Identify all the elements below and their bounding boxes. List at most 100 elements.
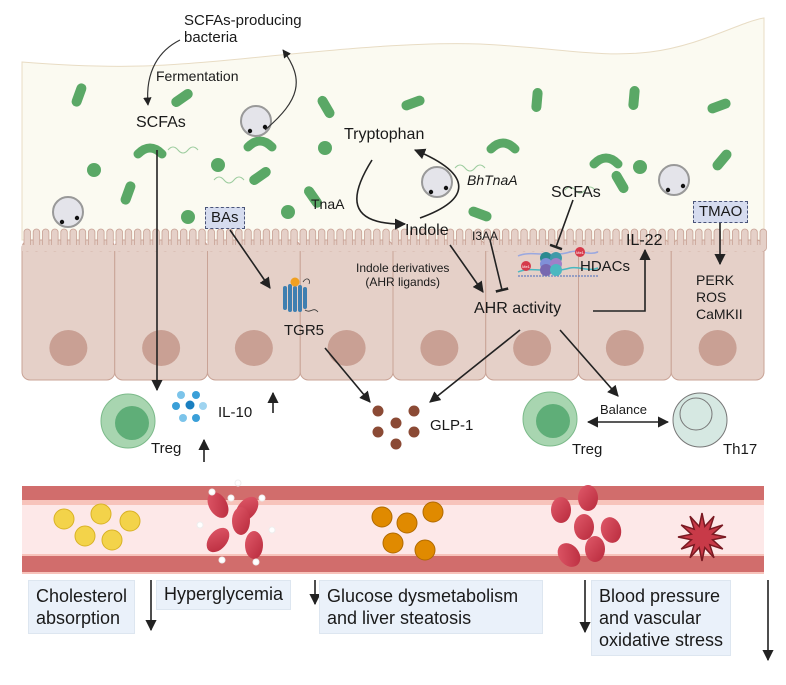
intestinal-lumen xyxy=(21,17,765,241)
spore-dot xyxy=(428,189,434,195)
coccus-bacterium-icon xyxy=(181,210,195,224)
cell-nucleus-icon xyxy=(698,330,737,366)
curved-bacterium-icon xyxy=(133,143,167,159)
stress-marker-ros: ROS xyxy=(696,289,727,305)
red-blood-cell-icon xyxy=(578,485,598,511)
curved-bacterium-icon xyxy=(243,136,277,152)
cholesterol-droplet-icon xyxy=(119,510,141,532)
glucose-particle-icon xyxy=(208,488,216,496)
cell-nucleus-icon xyxy=(605,330,644,366)
lipid-droplet-icon xyxy=(396,512,418,534)
me1-badge-right: Me1 xyxy=(576,250,585,255)
cell-nucleus-icon xyxy=(513,330,552,366)
rod-bacterium-icon xyxy=(249,166,271,186)
il10-label: IL-10 xyxy=(218,404,253,421)
rod-bacterium-icon xyxy=(611,170,629,194)
cell-nucleus-icon xyxy=(234,330,273,366)
cell-nucleus-icon xyxy=(49,330,88,366)
scfas-right-label: SCFAs xyxy=(551,184,601,201)
flagellum xyxy=(167,146,199,154)
glucose-particle-icon xyxy=(252,558,260,566)
tgr5-receptor-icon xyxy=(283,277,319,313)
stress-markers-list: PERK ROS CaMKII xyxy=(696,272,743,323)
rod-bacterium-icon xyxy=(71,83,87,107)
rod-bacterium-icon xyxy=(468,206,492,222)
treg-right-label: Treg xyxy=(572,441,603,458)
indole-derivatives-label: Indole derivatives (AHR ligands) xyxy=(356,261,450,289)
lipid-droplet-icon xyxy=(382,532,404,554)
hdacs-label: HDACs xyxy=(580,258,631,275)
red-blood-cell-icon xyxy=(232,507,250,535)
flagellum xyxy=(213,176,245,184)
glucose-particle-icon xyxy=(218,556,226,564)
treg-cell-left-icon xyxy=(100,393,156,449)
cell-nucleus-icon xyxy=(420,330,459,366)
red-blood-cell-icon xyxy=(574,514,594,540)
treg-left-label: Treg xyxy=(151,440,182,457)
rod-bacterium-icon xyxy=(531,88,543,112)
rod-bacterium-icon xyxy=(707,98,731,114)
il22-label: IL-22 xyxy=(626,232,663,249)
vessel-contents xyxy=(53,479,727,567)
outcome-blood-pressure: Blood pressure and vascular oxidative st… xyxy=(591,580,732,656)
red-blood-cell-icon xyxy=(557,543,581,567)
cholesterol-droplet-icon xyxy=(90,503,112,525)
rod-bacterium-icon xyxy=(171,88,193,108)
spore-dot xyxy=(59,219,65,225)
spore-bacterium-icon xyxy=(421,166,453,198)
red-blood-cell-icon xyxy=(245,531,263,559)
pathway-arrows xyxy=(143,39,726,462)
spore-bacterium-icon xyxy=(52,196,84,228)
me1-badge-left: Me1 xyxy=(522,264,531,269)
red-blood-cell-icon xyxy=(207,492,229,518)
tryptophan-label: Tryptophan xyxy=(344,126,425,143)
coccus-bacterium-icon xyxy=(87,163,101,177)
ahr-activity-label: AHR activity xyxy=(474,300,562,317)
red-blood-cell-icon xyxy=(206,527,230,553)
red-blood-cell-icon xyxy=(585,536,605,562)
tmao-box: TMAO xyxy=(693,201,749,223)
lipid-droplet-icon xyxy=(422,501,444,523)
il10-molecules-icon xyxy=(172,391,207,422)
flagellum xyxy=(564,186,596,194)
fermentation-label: Fermentation xyxy=(156,68,239,84)
curved-bacterium-icon xyxy=(589,153,623,169)
epithelial-cell-layer xyxy=(21,228,767,381)
stress-marker-perk: PERK xyxy=(696,272,735,288)
balance-label: Balance xyxy=(600,402,647,417)
outcome-down-arrows xyxy=(145,580,774,662)
tnaa-label: TnaA xyxy=(311,196,345,212)
coccus-bacterium-icon xyxy=(318,141,332,155)
scfas-producing-bacteria-label: SCFAs-producing bacteria xyxy=(184,12,302,47)
spore-dot xyxy=(665,187,671,193)
scfas-left-label: SCFAs xyxy=(136,114,186,131)
cell-nucleus-icon xyxy=(142,330,181,366)
coccus-bacterium-icon xyxy=(281,205,295,219)
tgr5-label: TGR5 xyxy=(284,322,325,339)
indole-label: Indole xyxy=(405,222,449,239)
spore-dot xyxy=(443,185,449,191)
spore-dot xyxy=(680,183,686,189)
coccus-bacterium-icon xyxy=(633,160,647,174)
oxidative-stress-burst-icon xyxy=(677,512,727,562)
spore-bacterium-icon xyxy=(658,164,690,196)
outcome-glucose-dysmetabolism: Glucose dysmetabolism and liver steatosi… xyxy=(319,580,544,634)
glucose-particle-icon xyxy=(227,494,235,502)
rod-bacterium-icon xyxy=(712,149,732,171)
spore-dot xyxy=(247,128,253,134)
glucose-particle-icon xyxy=(268,526,276,534)
red-blood-cell-icon xyxy=(551,497,571,523)
glp1-molecules-icon xyxy=(372,405,420,450)
th17-label: Th17 xyxy=(723,441,758,458)
i3aa-label: I3AA xyxy=(472,229,499,243)
stress-marker-camkii: CaMKII xyxy=(696,306,743,322)
th17-cell-icon xyxy=(672,392,728,448)
curved-bacterium-icon xyxy=(486,138,520,154)
lipid-droplet-icon xyxy=(414,539,436,561)
lipid-droplet-icon xyxy=(371,506,393,528)
brush-border-base xyxy=(22,245,764,251)
spore-bacterium-icon xyxy=(240,105,272,137)
cholesterol-droplet-icon xyxy=(74,525,96,547)
